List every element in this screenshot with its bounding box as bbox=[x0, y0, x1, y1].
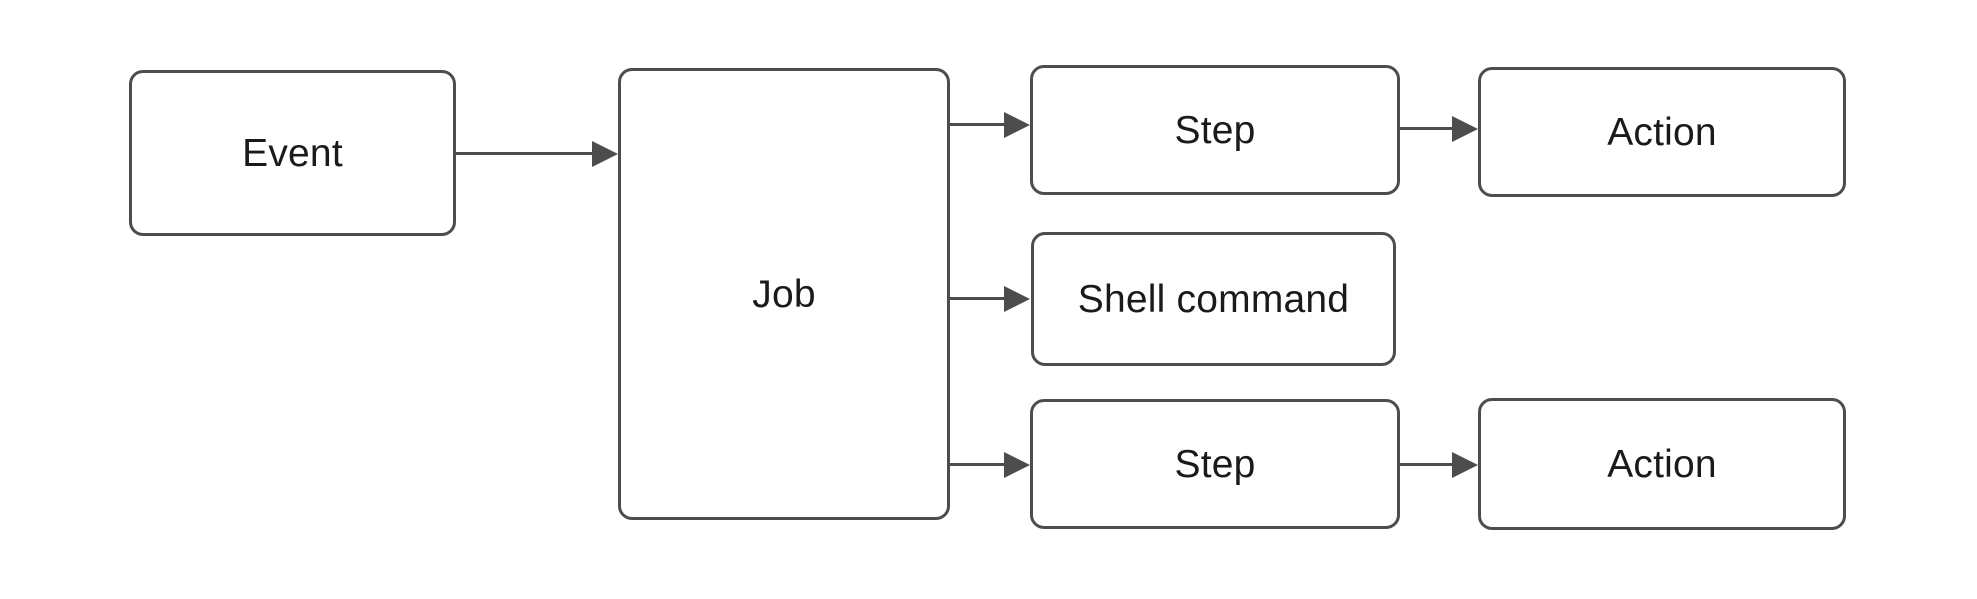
arrowhead-icon-job-to-shell-command bbox=[1004, 286, 1030, 312]
node-step-bottom-label: Step bbox=[1174, 442, 1256, 486]
node-shell-command[interactable]: Shell command bbox=[1031, 232, 1396, 366]
node-action-bottom-label: Action bbox=[1607, 442, 1717, 486]
node-step-top[interactable]: Step bbox=[1030, 65, 1400, 195]
node-step-bottom[interactable]: Step bbox=[1030, 399, 1400, 529]
arrowhead-icon-job-to-step-top bbox=[1004, 112, 1030, 138]
node-job[interactable]: Job bbox=[618, 68, 950, 520]
edge-job-to-step-bottom bbox=[950, 463, 1006, 466]
node-job-label: Job bbox=[752, 272, 816, 316]
edge-job-to-shell-command bbox=[950, 297, 1006, 300]
arrowhead-icon-step-bottom-to-action-bottom bbox=[1452, 452, 1478, 478]
arrowhead-icon-event-to-job bbox=[592, 141, 618, 167]
arrowhead-icon-job-to-step-bottom bbox=[1004, 452, 1030, 478]
arrowhead-icon-step-top-to-action-top bbox=[1452, 116, 1478, 142]
node-event[interactable]: Event bbox=[129, 70, 456, 236]
node-shell-command-label: Shell command bbox=[1077, 277, 1350, 321]
node-event-label: Event bbox=[242, 131, 343, 175]
node-action-bottom[interactable]: Action bbox=[1478, 398, 1846, 530]
node-action-top-label: Action bbox=[1607, 110, 1717, 154]
edge-job-to-step-top bbox=[950, 123, 1006, 126]
edge-step-bottom-to-action-bottom bbox=[1400, 463, 1454, 466]
node-step-top-label: Step bbox=[1174, 108, 1256, 152]
edge-event-to-job bbox=[456, 152, 594, 155]
edge-step-top-to-action-top bbox=[1400, 127, 1454, 130]
node-action-top[interactable]: Action bbox=[1478, 67, 1846, 197]
